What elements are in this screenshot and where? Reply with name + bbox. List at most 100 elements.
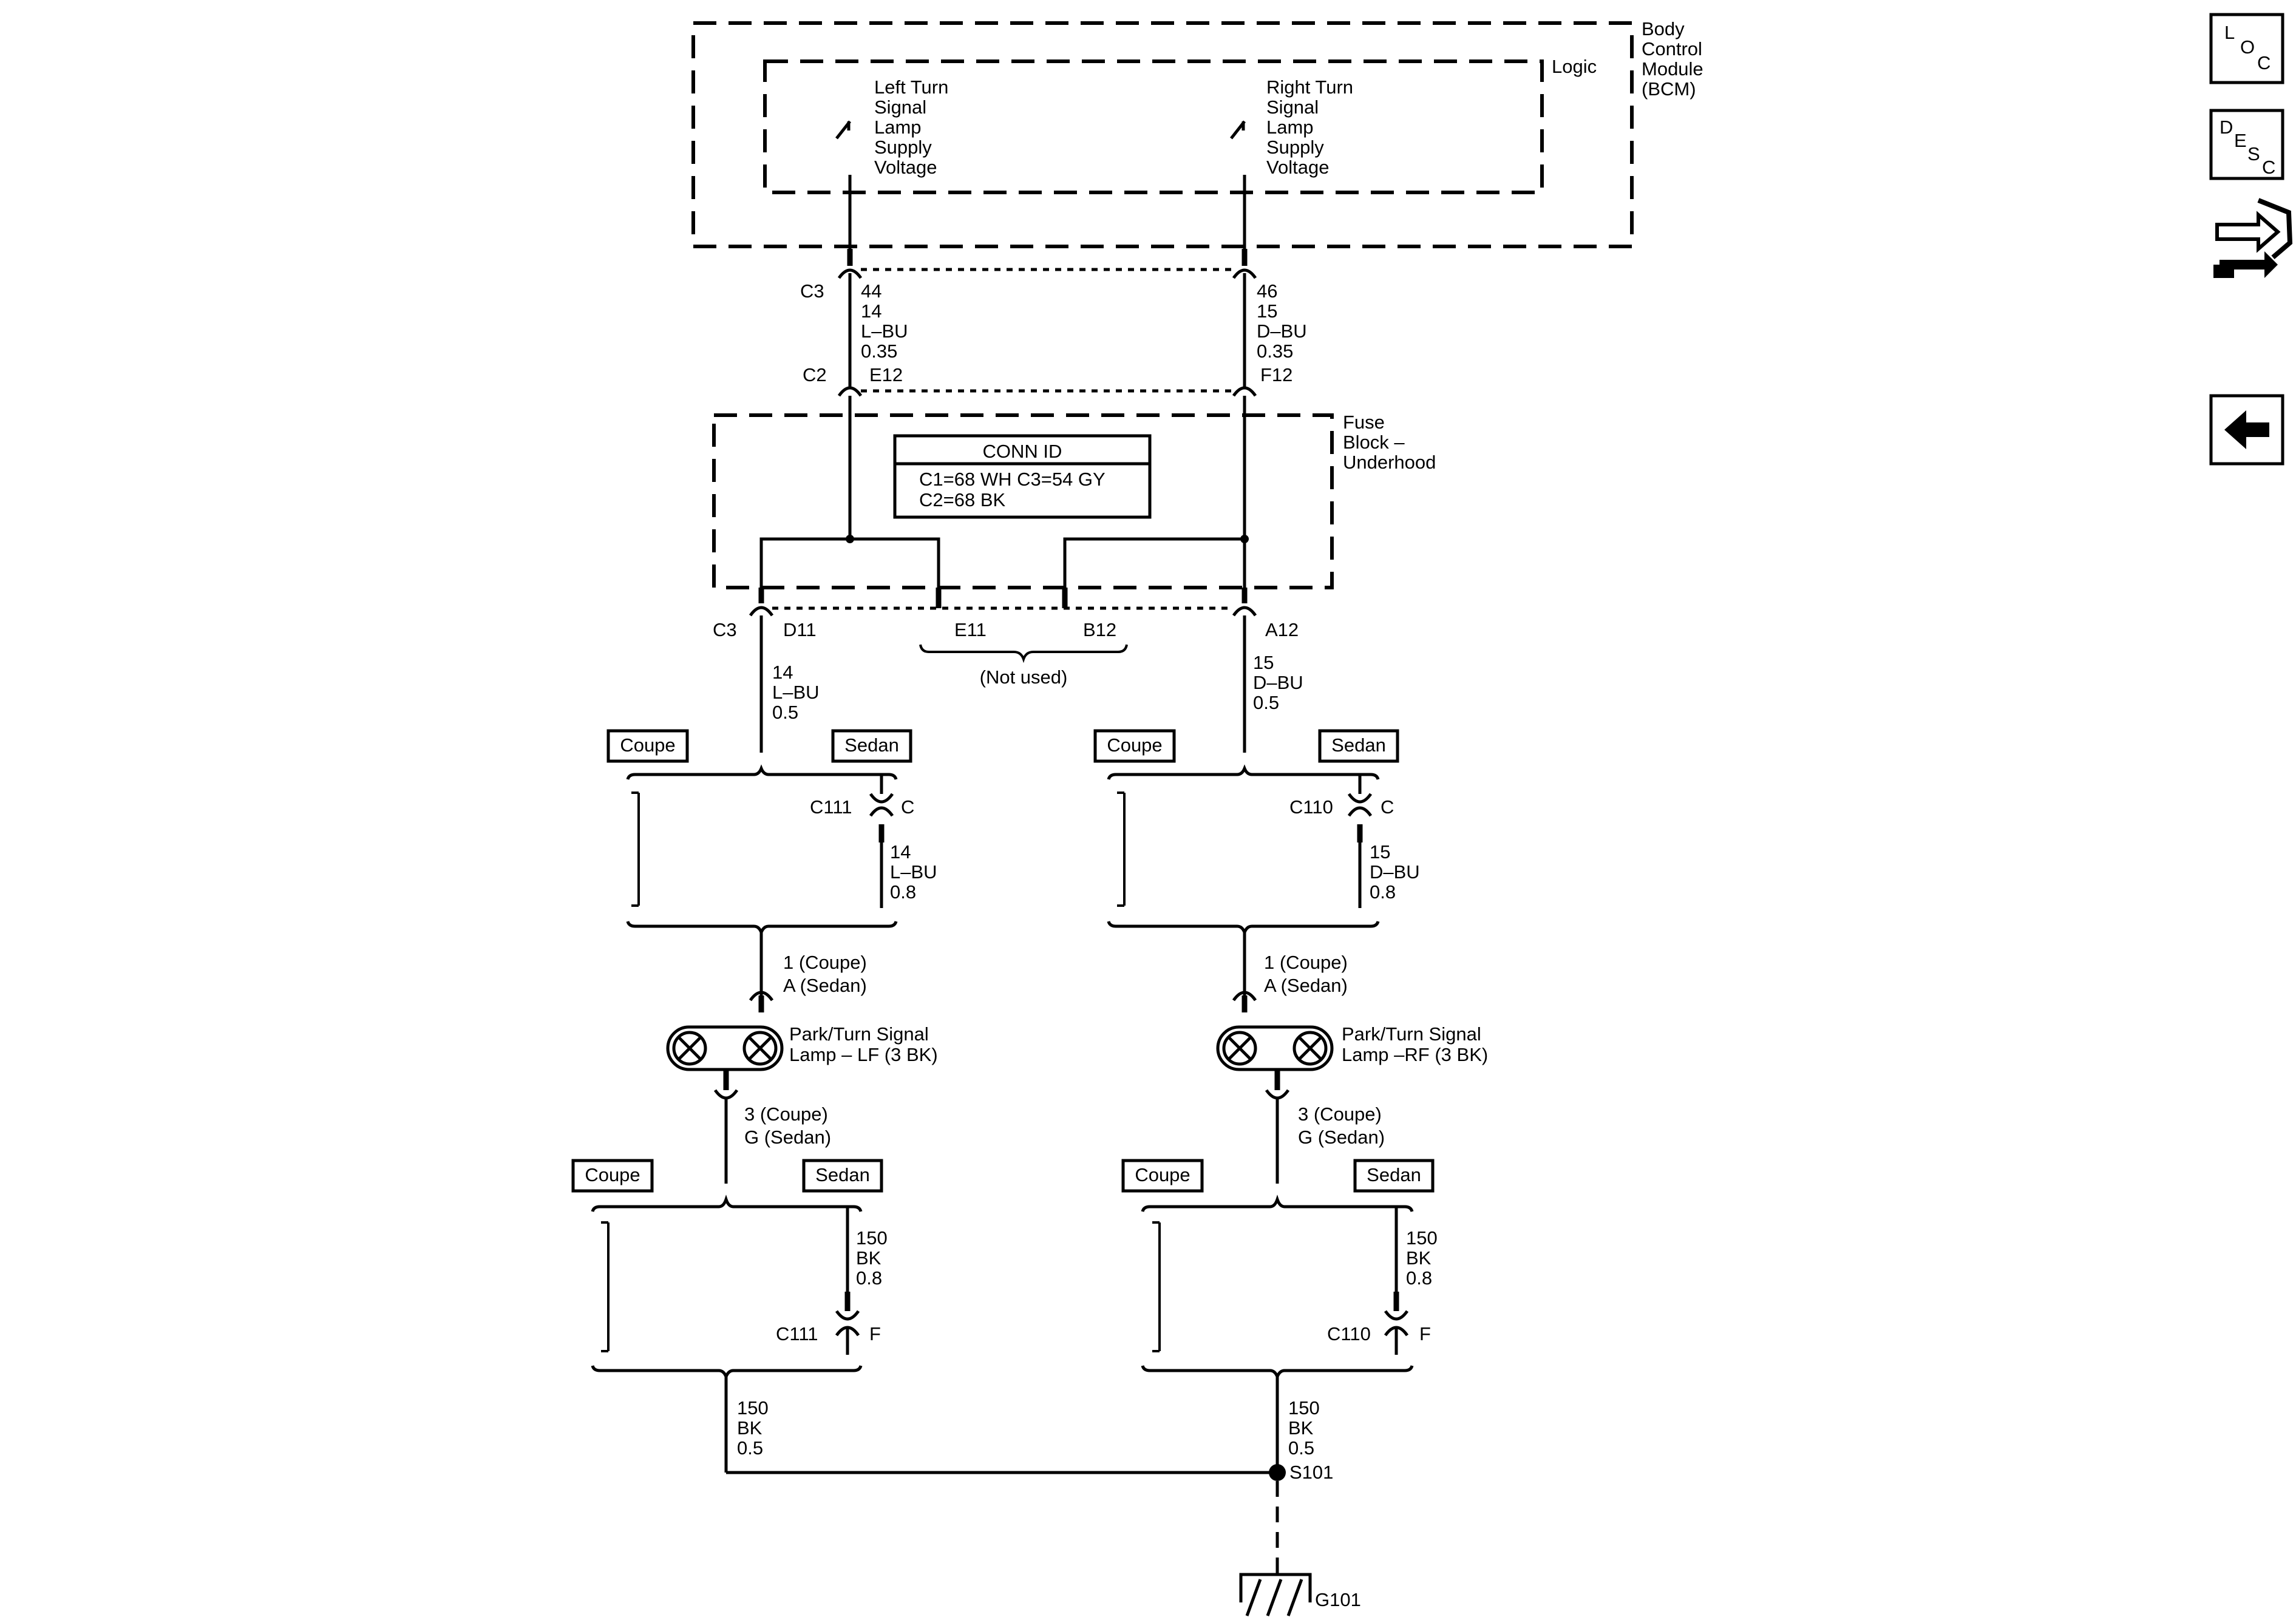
left-supply-label-5: Voltage [874, 157, 937, 178]
not-used-label: (Not used) [980, 666, 1068, 688]
bcm-label-3: Module [1642, 58, 1703, 80]
loc-button[interactable]: L O C [2209, 13, 2284, 84]
left-lower-sedan-label: Sedan [815, 1164, 870, 1185]
right-supply-label-3: Lamp [1266, 117, 1314, 138]
pin-b12: B12 [1083, 619, 1116, 640]
left-lower-coupe-label: Coupe [585, 1164, 640, 1185]
right-upper-coupe-tag [1093, 729, 1176, 763]
left-inline-wire-gauge-id: 14 [890, 841, 911, 863]
upper-c2-label: C2 [803, 364, 827, 385]
right-lower-wire-color: D–BU [1253, 672, 1303, 693]
desc-letter-4: C [2262, 157, 2275, 178]
left-lamp-out-pin-2: G (Sedan) [744, 1127, 831, 1148]
splice-and-ground: S101 G101 [726, 1462, 1361, 1616]
lamp-rf-label-2: Lamp –RF (3 BK) [1342, 1044, 1488, 1065]
left-upper-sedan-label: Sedan [844, 734, 899, 756]
right-lower-coupe-tag [1121, 1159, 1204, 1193]
right-lower-coupe-label: Coupe [1135, 1164, 1190, 1185]
bcm-label-4: (BCM) [1642, 78, 1696, 100]
left-upper-coupe-tag [606, 729, 689, 763]
lamp-rf-label-1: Park/Turn Signal [1342, 1023, 1481, 1045]
lamp-lf-label-2: Lamp – LF (3 BK) [789, 1044, 938, 1065]
right-inline-wire-color: D–BU [1370, 861, 1420, 883]
desc-letter-2: E [2234, 130, 2247, 151]
ground-symbol-g101 [1239, 1573, 1312, 1616]
bcm-outline [691, 21, 1634, 248]
splice-label: S101 [1289, 1462, 1333, 1483]
loc-letter-3: C [2257, 52, 2271, 73]
desc-letter-3: S [2247, 143, 2260, 164]
pin-a12: A12 [1265, 619, 1299, 640]
right-supply-label-5: Voltage [1266, 157, 1329, 178]
left-upper-coupe-label: Coupe [620, 734, 675, 756]
left-lower-wire-color: L–BU [772, 682, 820, 703]
not-used-brace [919, 644, 1128, 663]
left-lamp-in-pin-2: A (Sedan) [783, 975, 867, 996]
left-wire-size: 0.35 [861, 341, 897, 362]
upper-c3-label: C3 [800, 280, 824, 302]
left-lower-coupe-tag [571, 1159, 654, 1193]
right-lamp-out-pin-1: 3 (Coupe) [1298, 1103, 1382, 1125]
right-supply-label-1: Right Turn [1266, 76, 1353, 98]
left-supply-label-3: Lamp [874, 117, 922, 138]
lamp-lf-label-1: Park/Turn Signal [789, 1023, 929, 1045]
desc-button[interactable]: D E S C [2209, 109, 2284, 180]
right-supply-label-2: Signal [1266, 97, 1319, 118]
left-lower-wire-size: 0.5 [772, 702, 798, 723]
fuse-block-outline [712, 413, 1334, 589]
c110-upper-label: C110 [1289, 796, 1333, 818]
conn-id-title: CONN ID [983, 441, 1062, 462]
bcm-module: Body Control Module (BCM) Logic Left Tur… [691, 18, 1703, 261]
right-lamp-in-pin-2: A (Sedan) [1264, 975, 1348, 996]
bcm-logic-label: Logic [1552, 56, 1597, 77]
ground-label: G101 [1315, 1589, 1361, 1610]
left-supply-label-1: Left Turn [874, 76, 948, 98]
back-arrow-icon [2224, 410, 2269, 449]
loc-letter-1: L [2224, 22, 2235, 43]
right-ground-wire-3: 0.5 [1288, 1437, 1314, 1459]
left-lamp-in-pin-1: 1 (Coupe) [783, 952, 867, 973]
loc-letter-2: O [2240, 36, 2255, 58]
conn-id-line-2: C2=68 BK [919, 489, 1006, 510]
upper-connectors: C3 44 14 L–BU 0.35 46 15 D–BU 0.35 C2 E1… [800, 249, 1307, 397]
nav-panel: L O C D E S C [2209, 13, 2293, 466]
c110-lower-label: C110 [1327, 1323, 1371, 1344]
pin-d11: D11 [783, 619, 817, 640]
left-wire-color: L–BU [861, 320, 908, 342]
bcm-label-1: Body [1642, 18, 1685, 39]
left-branch: 14 L–BU 0.5 Coupe Sedan C111 C 14 L–BU 0… [571, 615, 938, 1473]
right-upper-sedan-label: Sedan [1331, 734, 1386, 756]
left-ground-wire-3: 0.5 [737, 1437, 763, 1459]
left-c2-pin: E12 [869, 364, 903, 385]
bcm-logic-outline [763, 59, 1544, 194]
connector-tools-button[interactable] [2213, 198, 2293, 278]
c110-lower-pin: F [1419, 1323, 1431, 1344]
conn-id-line-1: C1=68 WH C3=54 GY [919, 469, 1106, 490]
right-lower-sedan-label: Sedan [1367, 1164, 1421, 1185]
right-c2-pin: F12 [1260, 364, 1292, 385]
left-ground-sedan-wire-3: 0.8 [856, 1267, 882, 1289]
right-lower-wire-size: 0.5 [1253, 692, 1279, 713]
right-upper-sedan-tag [1318, 729, 1399, 763]
right-supply-switch [1230, 120, 1246, 261]
lower-c3-connector: C3 D11 E11 B12 A12 (Not used) [713, 588, 1299, 688]
right-lower-coupe-bracket [1152, 1221, 1161, 1352]
left-supply-label-2: Signal [874, 97, 926, 118]
right-wire-color: D–BU [1257, 320, 1307, 342]
c110-upper-pin: C [1381, 796, 1394, 818]
right-branch: 15 D–BU 0.5 Coupe Sedan C110 C 15 D–BU 0… [1093, 615, 1488, 1473]
right-inline-wire-size: 0.8 [1370, 881, 1396, 903]
left-wire-circuit: 44 [861, 280, 881, 302]
right-coupe-bracket [1117, 792, 1126, 907]
left-upper-sedan-tag [831, 729, 912, 763]
left-lamp-out-pin-1: 3 (Coupe) [744, 1103, 828, 1125]
left-supply-label-4: Supply [874, 137, 932, 158]
right-lamp-in-pin-1: 1 (Coupe) [1264, 952, 1348, 973]
conn-id-box: CONN ID C1=68 WH C3=54 GY C2=68 BK [893, 434, 1152, 519]
left-wire-gauge-id: 14 [861, 300, 881, 322]
right-ground-sedan-wire-1: 150 [1406, 1227, 1438, 1249]
left-inline-wire-size: 0.8 [890, 881, 916, 903]
back-button[interactable] [2209, 394, 2284, 466]
lower-c3-label: C3 [713, 619, 737, 640]
